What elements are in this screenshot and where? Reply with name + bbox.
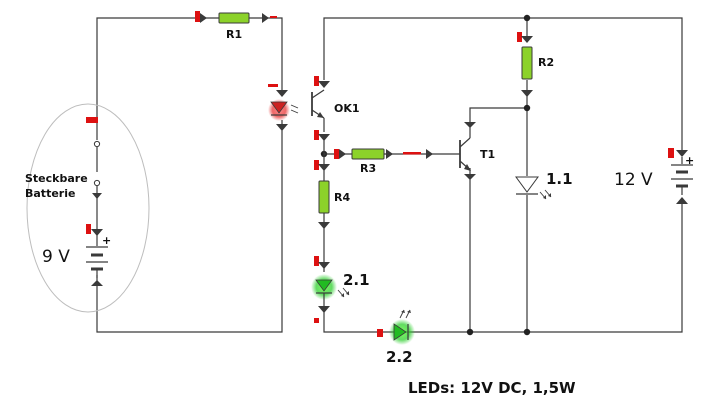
arrow-icon — [318, 306, 330, 313]
resistor-r1 — [218, 12, 250, 24]
marker — [314, 76, 319, 86]
arrow-icon — [318, 134, 330, 141]
battery-9v-symbol: + — [86, 234, 111, 278]
marker — [86, 224, 91, 234]
arrow-icon — [464, 174, 476, 180]
marker — [270, 16, 277, 18]
marker — [314, 318, 319, 323]
arrow-icon — [91, 280, 103, 286]
marker — [314, 256, 319, 266]
arrow-icon — [318, 262, 330, 269]
arrow-icon — [318, 222, 330, 229]
circuit-9v: + R1 — [26, 11, 299, 333]
wire-bottom-right — [323, 200, 683, 333]
resistor-r2 — [521, 46, 533, 80]
label-r1: R1 — [226, 28, 242, 41]
label-ok1: OK1 — [334, 102, 360, 115]
arrow-icon — [91, 229, 103, 236]
arrow-icon — [426, 149, 433, 159]
arrow-icon — [339, 149, 346, 159]
marker — [314, 130, 319, 140]
label-led-2-2: 2.2 — [386, 348, 413, 366]
arrow-icon — [521, 36, 533, 43]
arrow-icon — [676, 150, 688, 157]
junction-dot — [523, 328, 531, 336]
arrow-icon — [200, 13, 207, 23]
marker — [314, 160, 319, 170]
marker — [195, 11, 200, 22]
label-led-2-1: 2.1 — [343, 271, 370, 289]
battery-12v-plus: + — [685, 154, 694, 167]
label-12v: 12 V — [614, 170, 653, 190]
battery-12v-symbol: + — [671, 154, 694, 195]
battery-9v-plus: + — [102, 234, 111, 247]
label-r4: R4 — [334, 191, 350, 204]
arrow-icon — [386, 149, 393, 159]
label-9v: 9 V — [42, 247, 70, 267]
resistor-r3 — [351, 148, 385, 160]
marker — [668, 148, 674, 158]
arrow-icon — [92, 193, 102, 199]
resistor-r4 — [318, 180, 330, 214]
marker — [268, 84, 278, 87]
label-t1: T1 — [480, 148, 495, 161]
arrow-icon — [521, 90, 533, 97]
battery-outline — [26, 103, 150, 313]
arrow-icon — [276, 90, 288, 97]
wire-bottom-left — [96, 120, 283, 333]
marker — [86, 117, 98, 123]
marker — [377, 329, 383, 337]
battery-connector-switch — [93, 140, 101, 187]
label-battery-line2: Batterie — [25, 187, 75, 200]
circuit-12v: OK1 R3 T1 R4 — [311, 14, 694, 366]
marker — [334, 149, 339, 159]
optocoupler-transistor-icon — [311, 89, 325, 154]
transistor-t1-icon — [459, 122, 471, 171]
leds-spec-note: LEDs: 12V DC, 1,5W — [408, 379, 576, 397]
arrow-icon — [464, 122, 476, 128]
marker — [403, 152, 421, 155]
led-2-1-icon — [315, 279, 350, 298]
label-battery-line1: Steckbare — [25, 172, 88, 185]
label-r3: R3 — [360, 162, 376, 175]
wire-top-left — [96, 17, 283, 120]
label-r2: R2 — [538, 56, 554, 69]
junction-dot — [523, 14, 531, 22]
led-2-2-icon — [393, 309, 411, 341]
led-1-1-icon — [515, 176, 552, 200]
wire-top-right — [323, 17, 683, 150]
wire-t1-collector — [469, 107, 527, 122]
junction-dot — [523, 104, 531, 112]
arrow-icon — [262, 13, 269, 23]
marker — [517, 32, 522, 42]
label-led-1-1: 1.1 — [546, 170, 573, 188]
arrow-icon — [276, 124, 288, 131]
arrow-icon — [676, 197, 688, 204]
optocoupler-led-icon — [270, 101, 299, 116]
junction-dot — [466, 328, 474, 336]
arrow-icon — [318, 81, 330, 88]
